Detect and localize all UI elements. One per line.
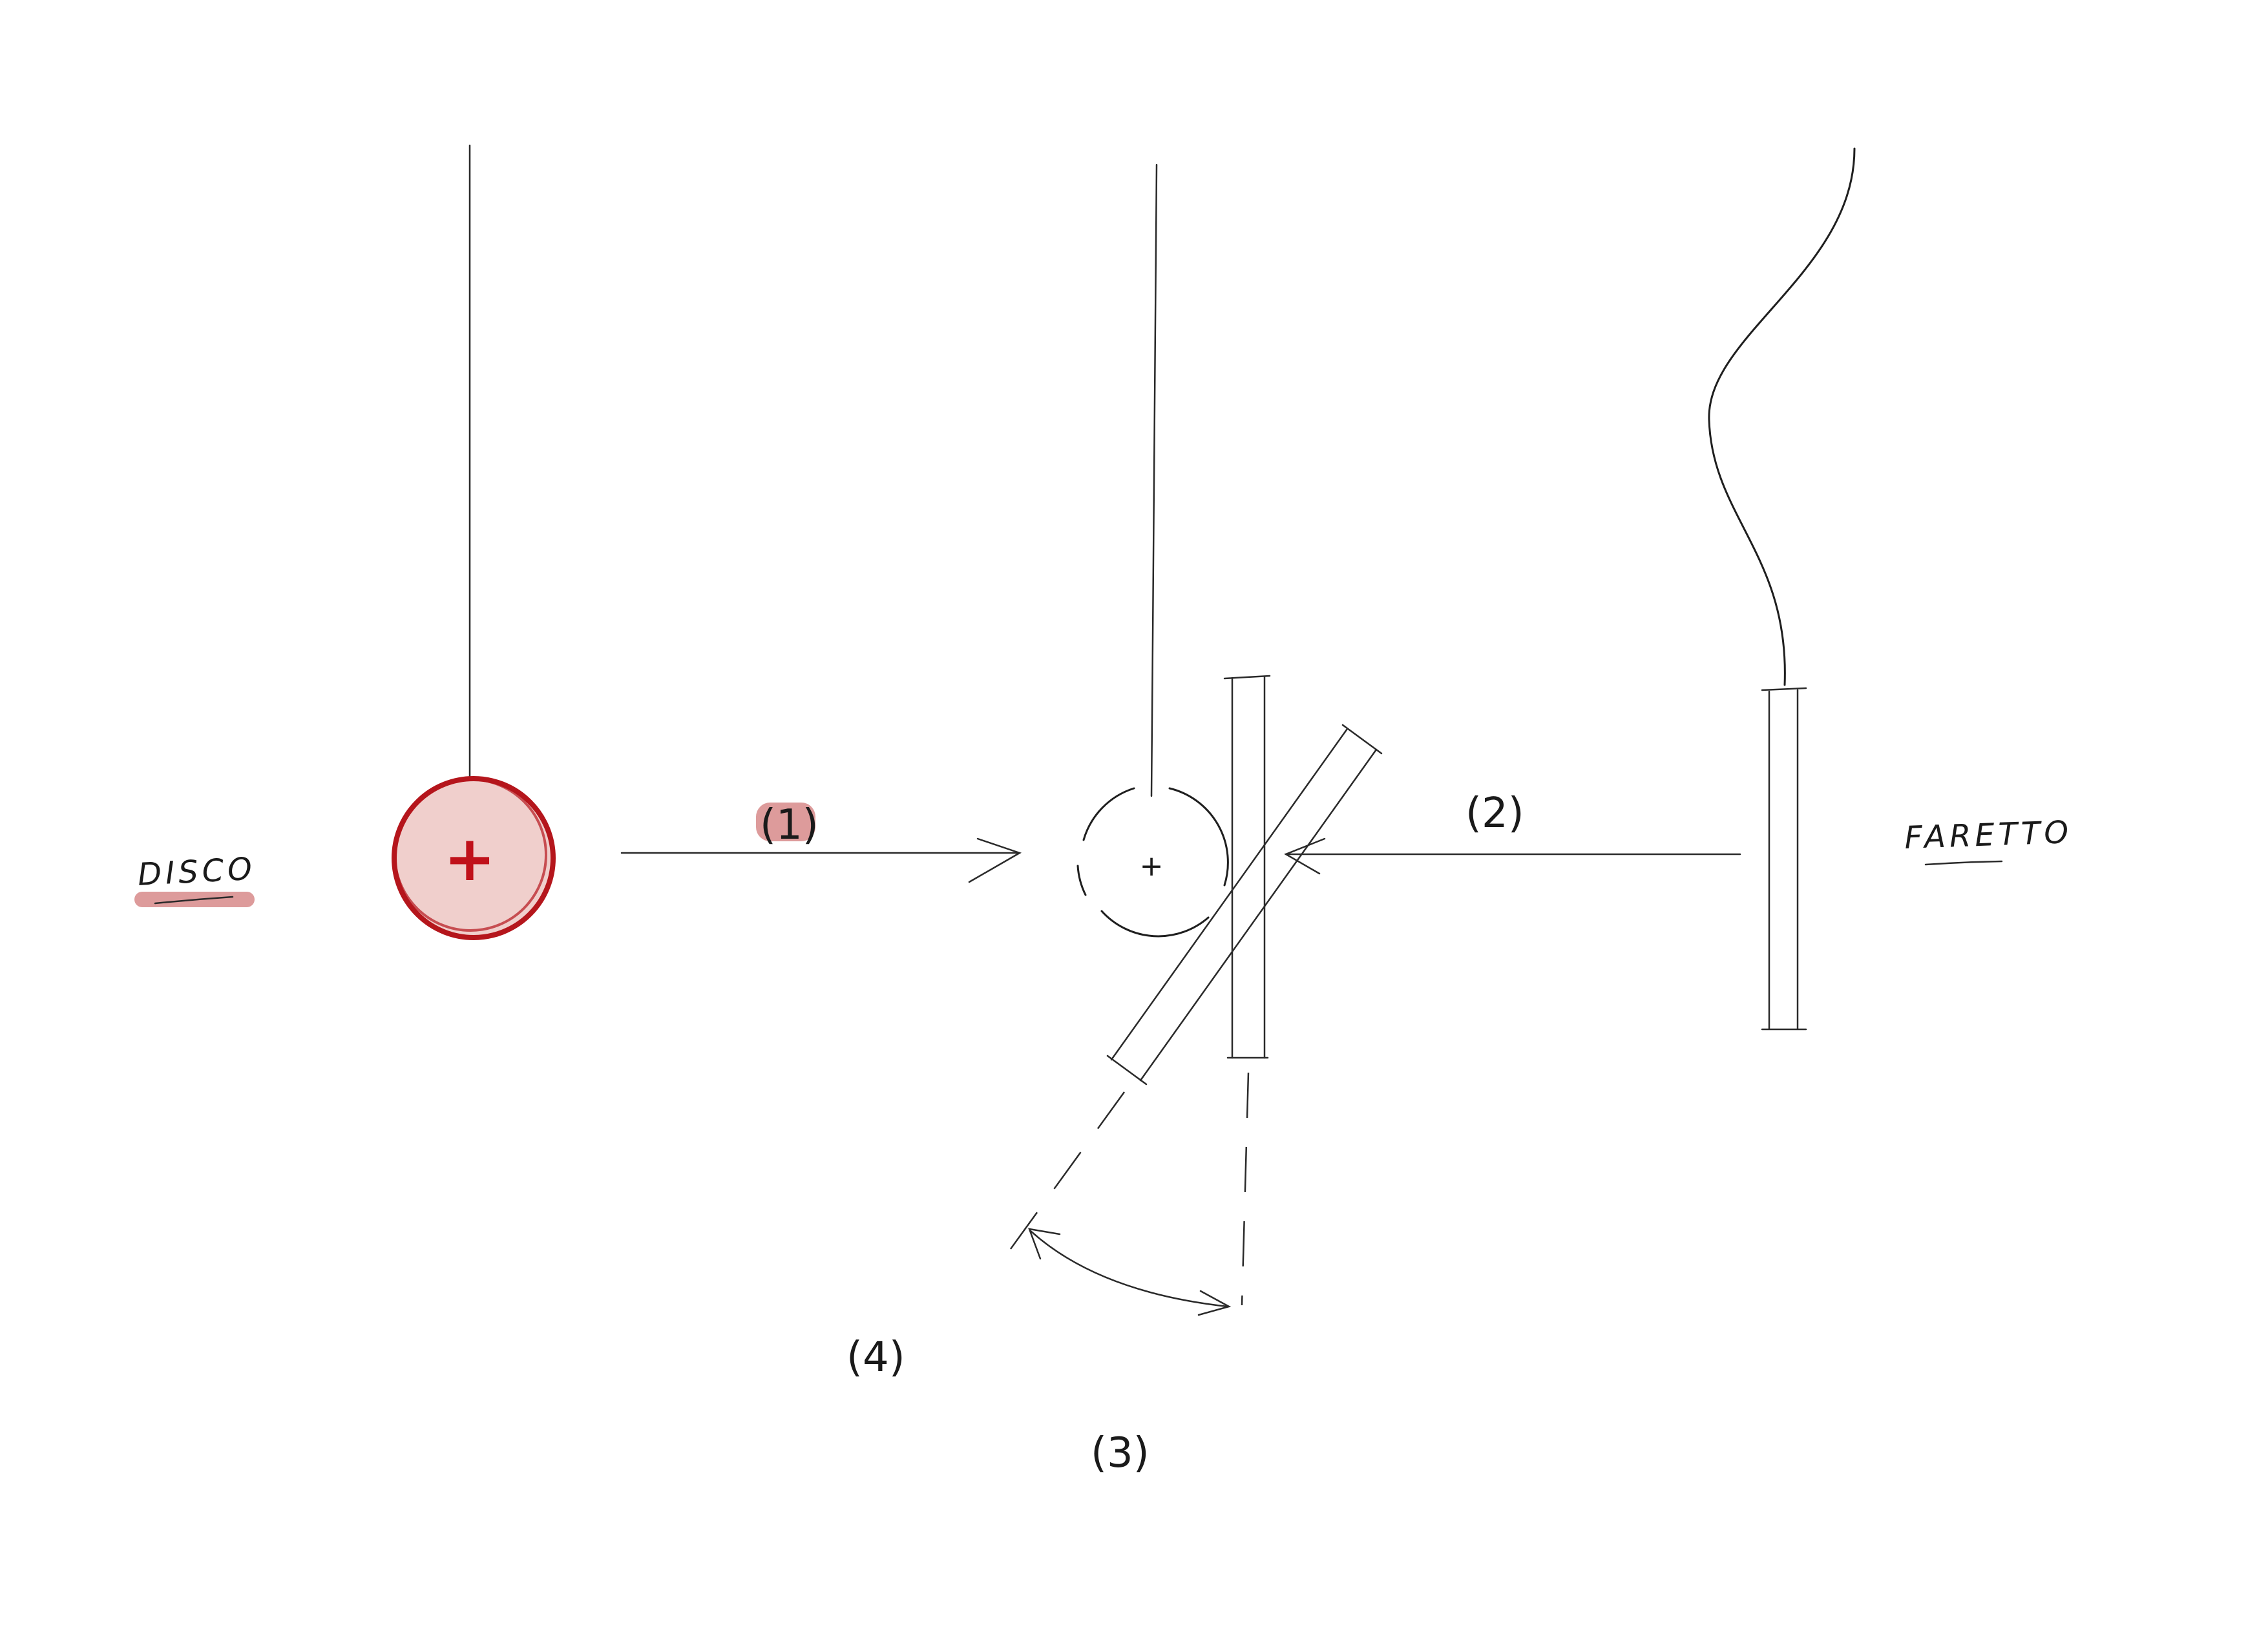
disco-disc-inner-ring — [394, 778, 547, 932]
tilted-panel-top-cap — [1341, 724, 1383, 755]
disco-underline-stroke — [154, 896, 234, 905]
rotation-arc — [1029, 1230, 1229, 1308]
step4-label: (4) — [846, 1334, 905, 1381]
tilted-panel — [999, 724, 1383, 1264]
tilted-panel-edge-a — [1110, 728, 1349, 1061]
arrow-1-group: (1) — [620, 801, 1022, 883]
vertical-panel-extension-dashed — [1241, 1072, 1250, 1306]
arrow-1-head — [968, 837, 1022, 883]
arrow-2-group: (2) — [1284, 790, 1741, 875]
faretto-top-cap — [1761, 687, 1807, 691]
disco-label: DISCO — [137, 850, 257, 892]
disco-pendant: + — [392, 144, 556, 940]
faretto-label: FARETTO — [1904, 814, 2073, 856]
center-open-ring-bottom — [1100, 910, 1210, 938]
disco-center-cross: + — [444, 823, 496, 895]
faretto-underline — [1924, 860, 2003, 866]
step1-label: (1) — [760, 801, 819, 849]
faretto-spotlight — [1708, 147, 1856, 1031]
disco-label-group: DISCO — [134, 850, 257, 907]
faretto-wavy-cable — [1708, 147, 1856, 686]
rotation-arc-head-left — [1028, 1228, 1061, 1260]
rotation-arc-group — [1028, 1228, 1232, 1316]
tilted-panel-extension-dashed — [999, 1091, 1126, 1264]
center-open-ring-right — [1168, 787, 1229, 887]
center-pendant: + — [1076, 163, 1229, 938]
tilted-panel-edge-b — [1139, 748, 1378, 1082]
arrow-2-head — [1284, 837, 1326, 875]
step2-label: (2) — [1465, 790, 1524, 837]
center-open-ring-left — [1076, 865, 1087, 896]
center-suspension-cable — [1150, 163, 1158, 797]
vertical-panel — [1223, 675, 1271, 1306]
faretto-label-group: FARETTO — [1904, 814, 2073, 866]
center-small-cross: + — [1140, 850, 1164, 883]
center-open-ring-top — [1082, 787, 1135, 841]
step3-label: (3) — [1091, 1429, 1150, 1477]
vertical-panel-top-cap — [1223, 675, 1271, 680]
step1-highlight — [756, 803, 815, 841]
rotation-arc-head-right — [1197, 1290, 1232, 1316]
tilted-panel-bottom-cap — [1106, 1055, 1148, 1086]
